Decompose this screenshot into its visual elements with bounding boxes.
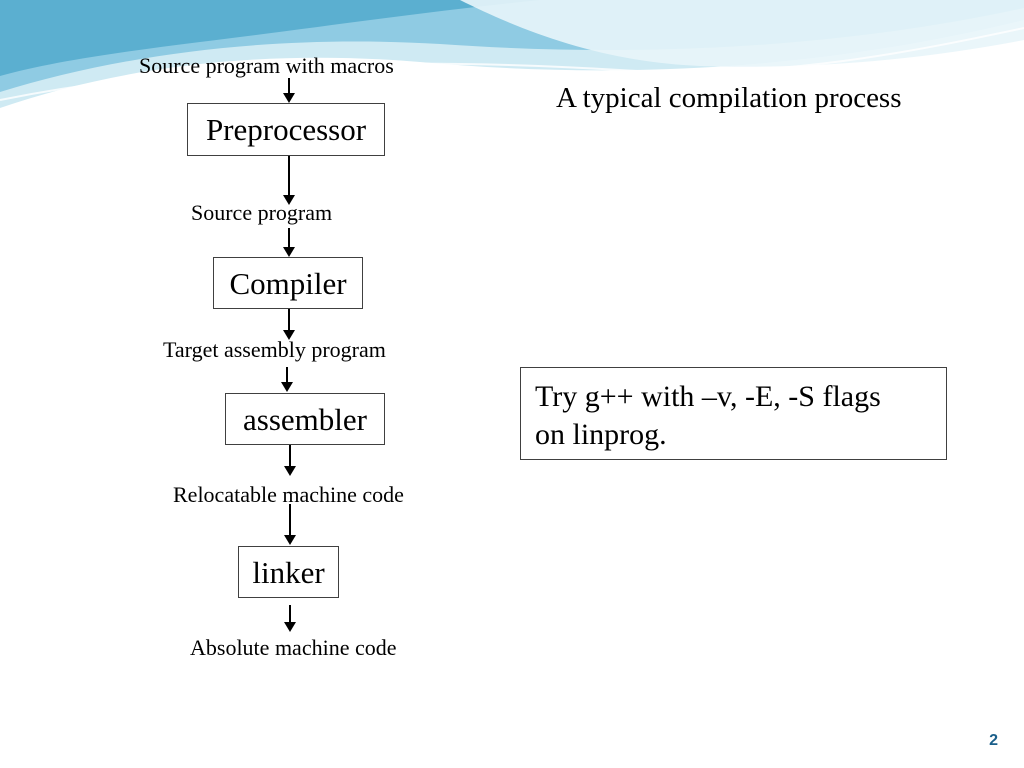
target-assembly-label: Target assembly program xyxy=(163,337,386,362)
absolute-code-label: Absolute machine code xyxy=(190,635,397,660)
assembler-box: assembler xyxy=(225,393,385,445)
arrow-assembler-out xyxy=(284,445,296,476)
header-wave-decoration xyxy=(0,0,1024,108)
arrow-input-to-preprocessor xyxy=(283,78,295,103)
relocatable-code-label: Relocatable machine code xyxy=(173,482,404,507)
page-number: 2 xyxy=(989,732,998,749)
linker-box: linker xyxy=(238,546,339,598)
slide-title: A typical compilation process xyxy=(556,82,902,114)
compiler-box: Compiler xyxy=(213,257,363,309)
note-box: Try g++ with –v, -E, -S flags on linprog… xyxy=(520,367,947,460)
arrow-preprocessor-out xyxy=(283,156,295,205)
arrow-linker-out xyxy=(284,605,296,632)
note-line-2: on linprog. xyxy=(535,417,667,451)
arrow-compiler-out xyxy=(283,309,295,340)
wave-dark xyxy=(0,0,540,76)
wave-line xyxy=(0,27,1024,101)
arrow-to-compiler xyxy=(283,228,295,257)
note-line-1: Try g++ with –v, -E, -S flags xyxy=(535,380,881,413)
source-program-label: Source program xyxy=(191,200,333,225)
wave-highlight xyxy=(460,0,1024,67)
preprocessor-box: Preprocessor xyxy=(187,103,385,156)
arrow-to-assembler xyxy=(281,367,293,392)
input-label: Source program with macros xyxy=(139,53,394,78)
arrow-to-linker xyxy=(284,504,296,545)
